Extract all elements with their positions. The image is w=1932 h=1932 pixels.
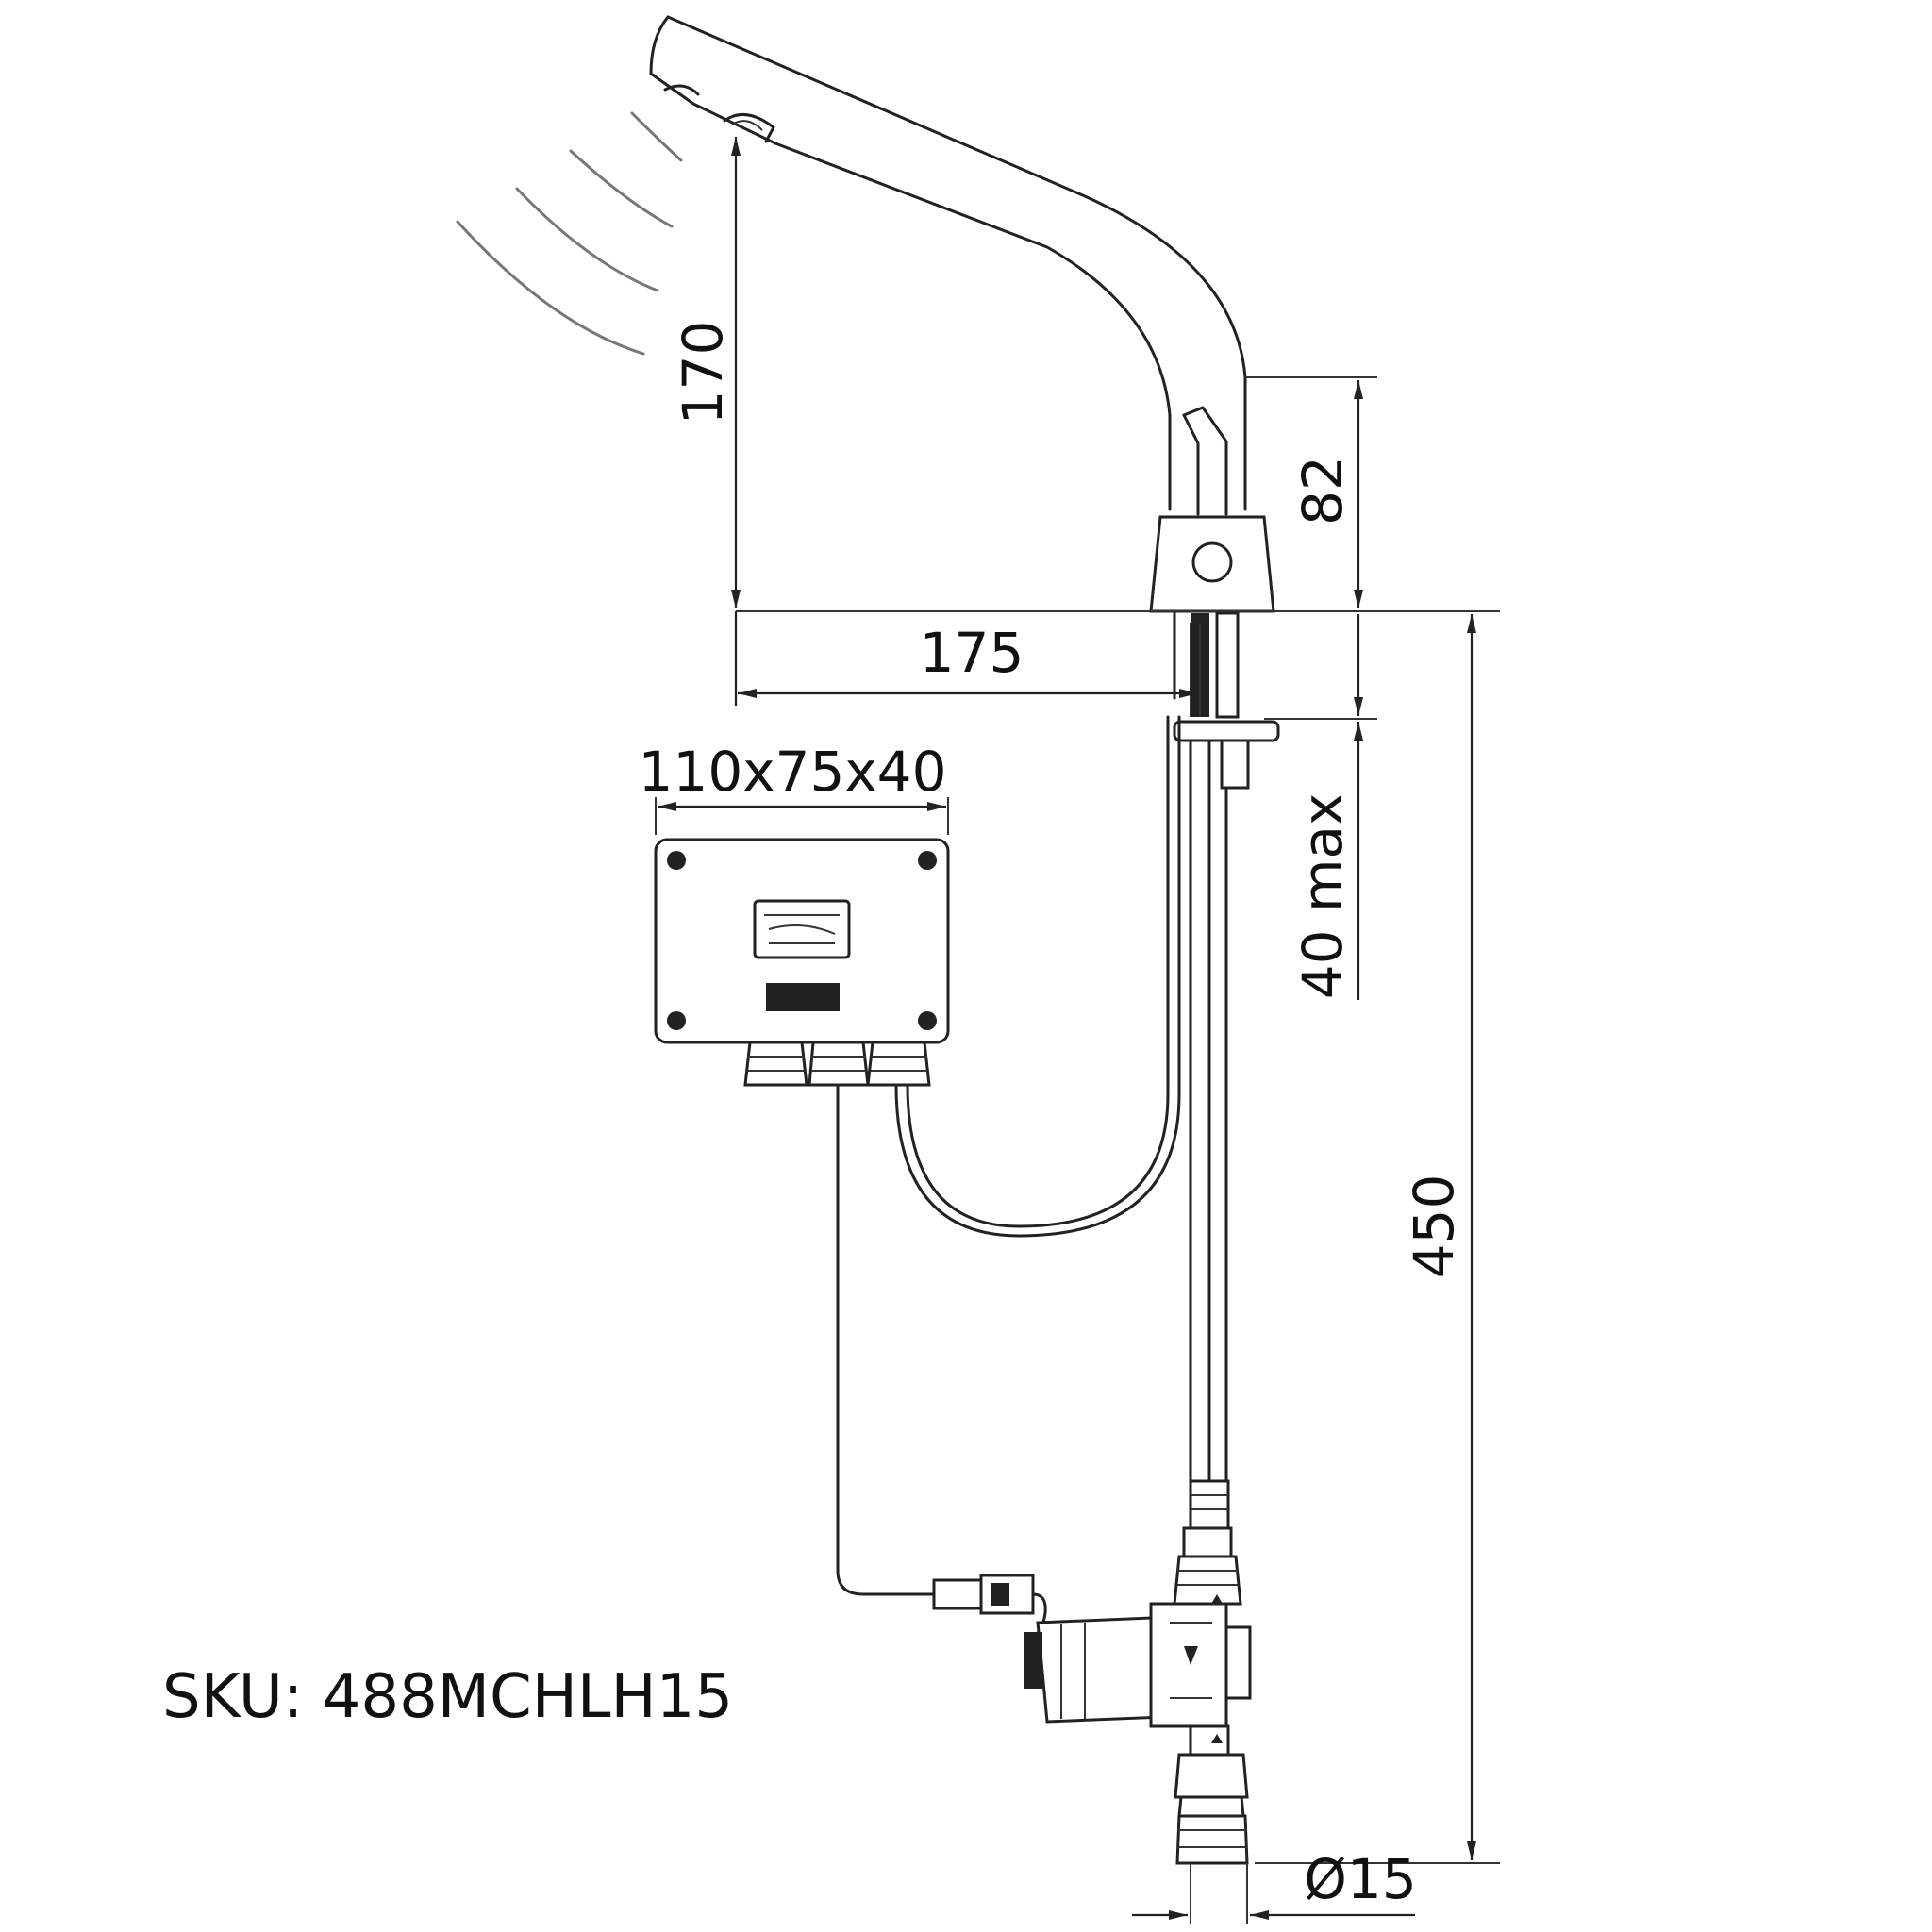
tap-base (1149, 515, 1275, 613)
dim-label-82: 82 (1291, 456, 1355, 525)
dim-label-450: 450 (1402, 1174, 1466, 1279)
tap-spout (649, 15, 1247, 511)
control-box (654, 838, 950, 1087)
dimension-450 (1255, 614, 1500, 1864)
dim-label-control-box: 110x75x40 (639, 740, 947, 804)
dimension-40-max (1264, 614, 1377, 1000)
sensor-cable (894, 715, 1181, 1238)
dim-label-170: 170 (671, 321, 735, 425)
solenoid-valve (1024, 1526, 1252, 1865)
dim-label-diameter-15: Ø15 (1304, 1847, 1416, 1911)
cable-glands (743, 1041, 931, 1087)
dim-label-40-max: 40 max (1291, 793, 1355, 1000)
sku-label: SKU: 488MCHLH15 (162, 1662, 733, 1732)
cable-connector (932, 1574, 1047, 1662)
dimension-82 (1245, 376, 1377, 608)
dimension-diameter-15 (1132, 1863, 1415, 1924)
sensor-waves (456, 111, 683, 356)
flexible-hose (1189, 739, 1230, 1530)
temperature-lever (1182, 406, 1228, 516)
dim-label-175: 175 (920, 621, 1024, 685)
valve-cable (836, 1083, 936, 1596)
dimension-control-box (655, 797, 949, 835)
